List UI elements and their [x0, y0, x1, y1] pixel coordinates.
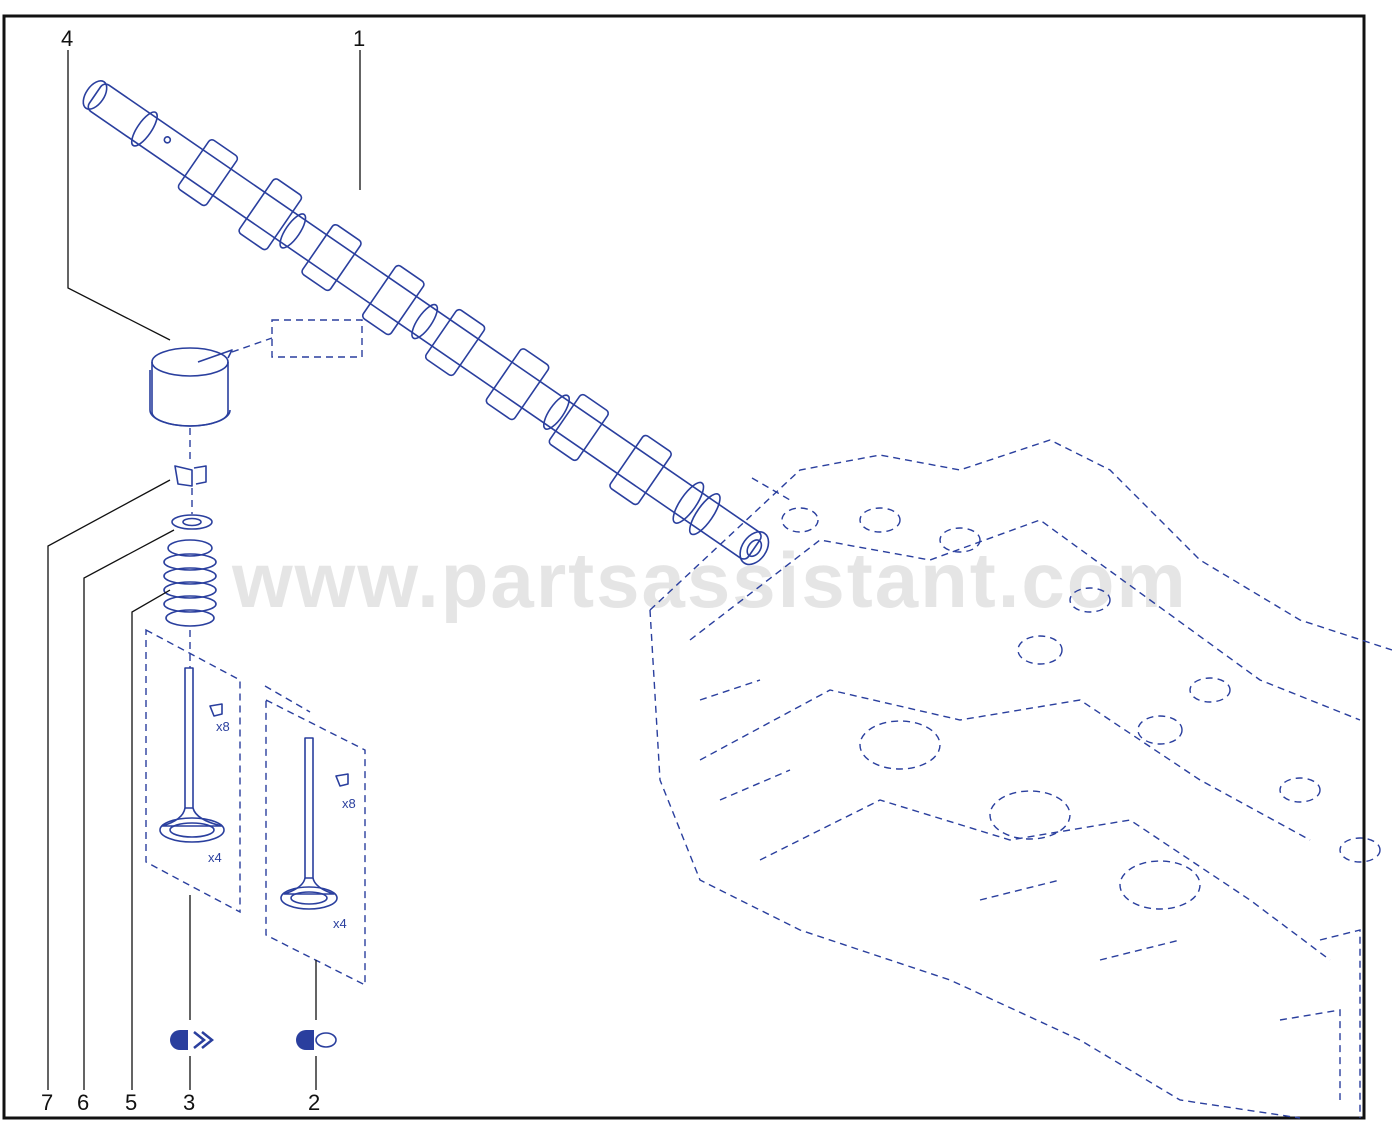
- intake-valve[interactable]: [159, 667, 225, 843]
- qty-keepers-a: x8: [216, 719, 230, 734]
- callout-3[interactable]: 3: [183, 1090, 195, 1115]
- callout-5[interactable]: 5: [125, 1090, 137, 1115]
- tappet[interactable]: [149, 319, 363, 462]
- qty-valves-b: x4: [333, 916, 347, 931]
- valve-group-exhaust: x8 x4: [264, 685, 366, 1020]
- valve-keeper-icon[interactable]: [174, 465, 207, 487]
- callout-6[interactable]: 6: [77, 1090, 89, 1115]
- diagram-border: [2, 14, 1366, 1120]
- intake-symbol-icon: [170, 1030, 215, 1050]
- keeper-small-icon-a: [209, 703, 223, 717]
- callout-1[interactable]: 1: [353, 26, 365, 51]
- cylinder-head-outline: [649, 439, 1392, 1119]
- valve-spring[interactable]: [163, 539, 217, 668]
- keeper-small-icon-b: [335, 773, 349, 787]
- callout-leaders: [47, 50, 361, 1090]
- callout-2[interactable]: 2: [308, 1090, 320, 1115]
- qty-valves-a: x4: [208, 850, 222, 865]
- exhaust-symbol-icon: [296, 1030, 337, 1050]
- callout-4[interactable]: 4: [61, 26, 73, 51]
- valve-group-intake: x8 x4: [145, 628, 241, 1020]
- camshaft[interactable]: [69, 62, 791, 581]
- exhaust-valve[interactable]: [280, 737, 338, 910]
- valve-spring-cap[interactable]: [171, 488, 213, 530]
- watermark-text: www.partsassistant.com: [231, 536, 1188, 624]
- qty-keepers-b: x8: [342, 796, 356, 811]
- callout-7[interactable]: 7: [41, 1090, 53, 1115]
